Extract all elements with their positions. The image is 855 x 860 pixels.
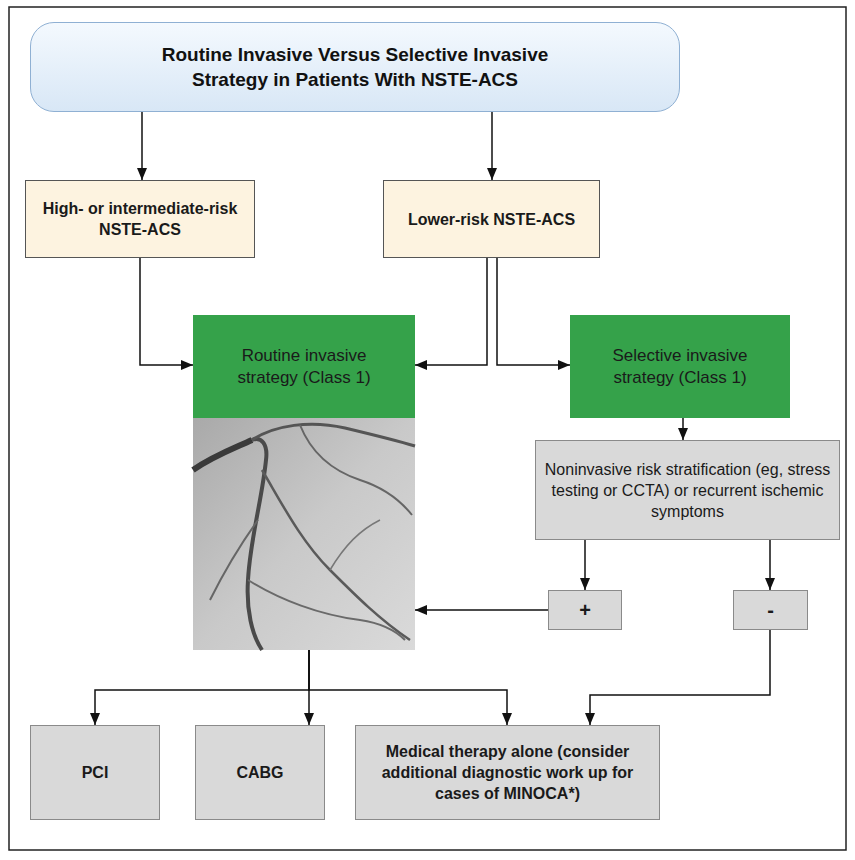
vessel [193, 440, 252, 470]
title-box: Routine Invasive Versus Selective Invasi… [30, 22, 680, 112]
result-box: - [733, 590, 808, 630]
flow-arrow [491, 112, 493, 180]
box-label: + [557, 600, 613, 621]
box-label: Routine Invasive Versus Selective Invasi… [126, 42, 584, 92]
vessel [248, 439, 267, 650]
flow-arrow [141, 112, 143, 180]
treatment-box: PCI [30, 725, 160, 820]
strategy-box: Routine invasive strategy (Class 1) [193, 315, 415, 650]
box-label: PCI [39, 762, 151, 783]
box-label: Selective invasive strategy (Class 1) [600, 345, 760, 389]
vessel [210, 520, 258, 600]
flow-arrow [769, 540, 771, 590]
result-box: + [548, 590, 622, 630]
risk-box: Lower-risk NSTE-ACS [383, 180, 600, 258]
flow-arrow [308, 650, 310, 725]
box-label: Noninvasive risk stratification (eg, str… [544, 459, 831, 522]
vessel [252, 424, 415, 446]
treatment-box: CABG [195, 725, 325, 820]
risk-box: High- or intermediate-risk NSTE-ACS [25, 180, 255, 258]
outer-frame [9, 7, 846, 850]
vessel [248, 580, 405, 640]
flow-arrow [140, 258, 193, 365]
vessel [300, 425, 412, 515]
vessel [330, 520, 380, 570]
box-label: High- or intermediate-risk NSTE-ACS [36, 198, 244, 240]
vessel [262, 470, 410, 640]
angiogram-image [193, 418, 415, 650]
box-label: Medical therapy alone (consider addition… [364, 741, 651, 804]
flow-arrow [584, 540, 586, 590]
angiogram-background [193, 418, 415, 650]
treatment-box: Medical therapy alone (consider addition… [355, 725, 660, 820]
box-label: Lower-risk NSTE-ACS [394, 209, 589, 230]
box-label: CABG [204, 762, 316, 783]
stratification-box: Noninvasive risk stratification (eg, str… [535, 440, 840, 540]
box-label: - [742, 600, 799, 621]
flow-arrow [95, 650, 309, 725]
flow-arrow [309, 650, 507, 725]
flow-arrow [590, 630, 770, 725]
strategy-box: Selective invasive strategy (Class 1) [570, 315, 790, 418]
flow-arrow [415, 609, 548, 611]
flow-arrow [415, 258, 487, 365]
flow-arrow [497, 258, 570, 365]
flow-arrow [682, 418, 684, 440]
box-label: Routine invasive strategy (Class 1) [193, 315, 415, 418]
